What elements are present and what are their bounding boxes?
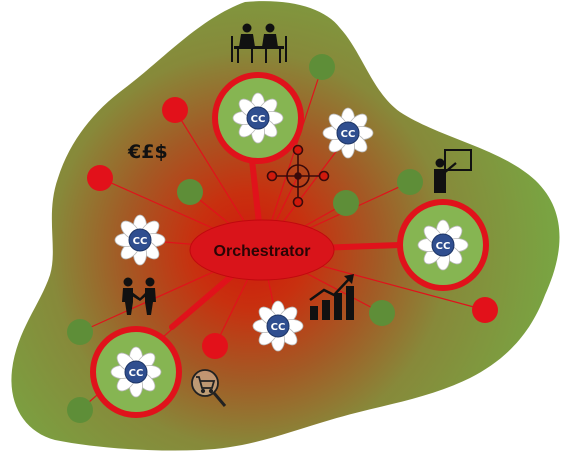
node-red xyxy=(87,165,113,191)
node-green xyxy=(369,300,395,326)
node-green xyxy=(67,397,93,423)
node-red xyxy=(162,97,188,123)
node-green xyxy=(397,169,423,195)
flower-top-right: CC xyxy=(322,107,374,159)
node-green xyxy=(177,179,203,205)
node-green xyxy=(67,319,93,345)
meeting-table-icon xyxy=(231,23,287,63)
node-red xyxy=(202,333,228,359)
flower-label: CC xyxy=(133,236,148,247)
growth-chart-icon xyxy=(309,274,354,320)
node-green xyxy=(333,190,359,216)
shopping-search-icon xyxy=(191,369,227,407)
flower-left: CC xyxy=(114,214,166,266)
hub-label: CC xyxy=(436,241,451,252)
flower-label: CC xyxy=(341,129,356,140)
node-green xyxy=(309,54,335,80)
hub-label: CC xyxy=(129,368,144,379)
currency-label: €£$ xyxy=(127,141,168,163)
hub-label: CC xyxy=(251,114,266,125)
hub-right: CC xyxy=(397,199,489,291)
node-red xyxy=(472,297,498,323)
hub-bottom-left: CC xyxy=(90,326,182,418)
flower-label: CC xyxy=(271,322,286,333)
orchestrator-label: Orchestrator xyxy=(214,243,311,260)
hub-top: CC xyxy=(212,72,304,164)
flower-bottom: CC xyxy=(252,300,304,352)
presenter-board-icon xyxy=(434,149,472,193)
handshake-icon xyxy=(122,277,156,315)
satellite-nodes xyxy=(67,54,498,423)
network-icon xyxy=(266,144,330,208)
orchestrator-node: Orchestrator xyxy=(189,219,335,281)
